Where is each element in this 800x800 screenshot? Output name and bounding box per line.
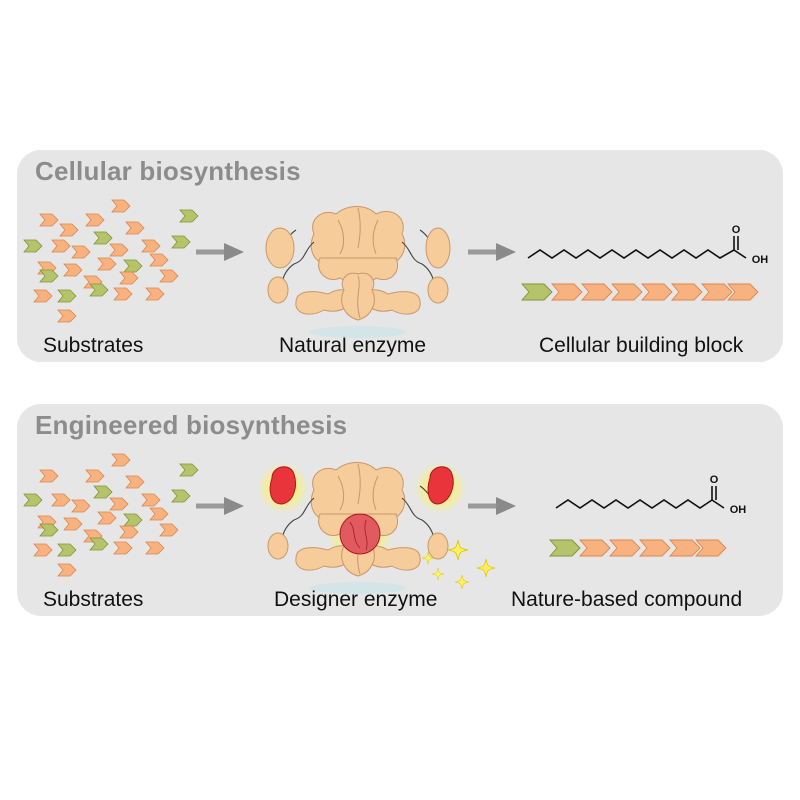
right-arrow-icon — [196, 243, 244, 261]
right-arrow-icon — [468, 243, 516, 261]
natural-enzyme-label: Natural enzyme — [279, 334, 427, 357]
compound-label: Nature-based compound — [511, 588, 743, 611]
substrate-cluster — [23, 199, 199, 323]
substrate-cluster — [23, 453, 199, 577]
compound-chain — [549, 539, 727, 557]
fatty-acid-structure-icon: O OH — [555, 474, 747, 516]
substrates-label: Substrates — [43, 334, 144, 357]
natural-enzyme-icon — [267, 205, 449, 339]
building-block-chain — [521, 283, 759, 301]
hydroxyl-label: OH — [730, 504, 747, 516]
designer-enzyme-label: Designer enzyme — [274, 588, 438, 611]
panel-title: Engineered biosynthesis — [35, 410, 348, 440]
panel-title: Cellular biosynthesis — [35, 156, 301, 186]
svg-text:O: O — [732, 224, 741, 236]
substrates-label: Substrates — [43, 588, 144, 611]
svg-text:O: O — [710, 474, 719, 486]
right-arrow-icon — [468, 497, 516, 515]
cellular-biosynthesis-panel: Cellular biosynthesis Substrates Natural… — [17, 150, 783, 362]
fatty-acid-structure-icon: O OH — [527, 224, 769, 266]
right-arrow-icon — [196, 497, 244, 515]
hydroxyl-label: OH — [752, 254, 769, 266]
building-block-label: Cellular building block — [539, 334, 744, 357]
